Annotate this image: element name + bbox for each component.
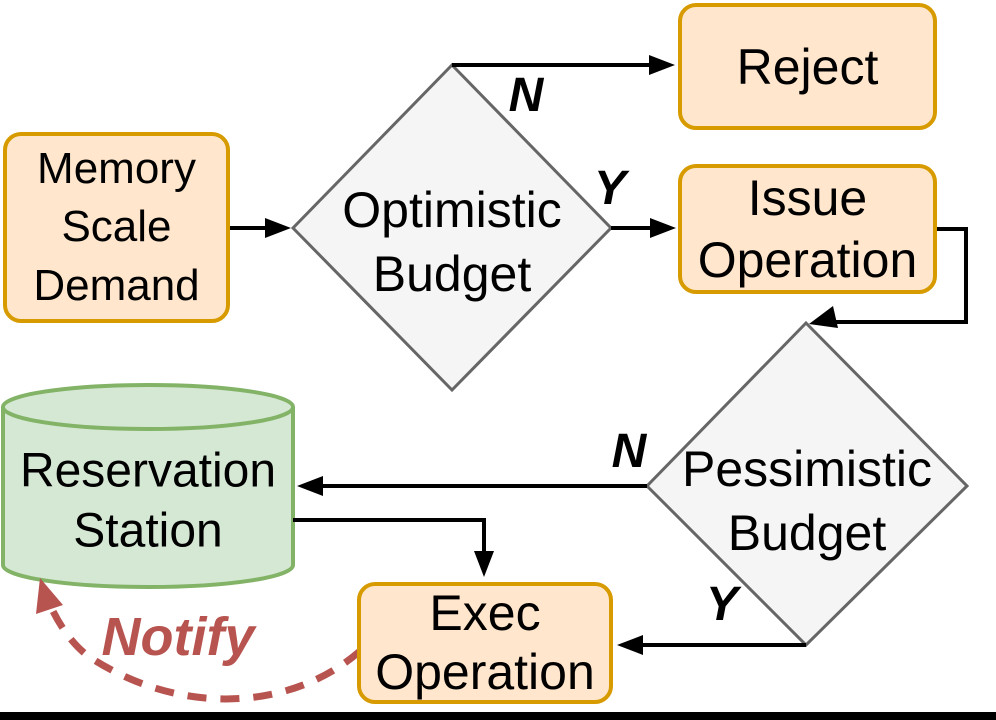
edge-label-optimistic-no: N — [508, 69, 544, 122]
arrow-pessimistic-to-reservation — [297, 476, 647, 496]
reservation-station-cylinder-shape — [1, 383, 295, 589]
arrow-reservation-to-exec — [293, 518, 494, 577]
node-memory-scale-demand: Memory Scale Demand — [3, 132, 230, 323]
arrow-optimistic-to-issue — [611, 218, 676, 238]
edge-label-pessimistic-yes: Y — [705, 578, 739, 631]
arrow-issue-to-pessimistic — [809, 227, 968, 328]
edge-label-pessimistic-no: N — [611, 425, 647, 478]
arrow-optimistic-to-reject — [452, 55, 675, 75]
node-optimistic-budget-label: Optimistic Budget — [342, 182, 562, 302]
node-reject: Reject — [678, 3, 937, 130]
node-reservation-station-label: Reservation Station — [19, 444, 277, 557]
node-pessimistic-budget-label: Pessimistic Budget — [681, 441, 933, 561]
node-exec-operation: Exec Operation — [357, 582, 613, 704]
arrow-pessimistic-to-exec — [617, 635, 806, 655]
edge-label-optimistic-yes: Y — [593, 162, 627, 215]
optimistic-budget-diamond-shape — [290, 62, 614, 393]
node-issue-operation: Issue Operation — [678, 164, 937, 294]
arrow-memory-to-optimistic — [230, 218, 291, 238]
arrow-exec-notify-reservation — [36, 578, 363, 703]
edge-label-notify: Notify — [101, 607, 255, 667]
figure-bottom-rule — [0, 712, 996, 720]
